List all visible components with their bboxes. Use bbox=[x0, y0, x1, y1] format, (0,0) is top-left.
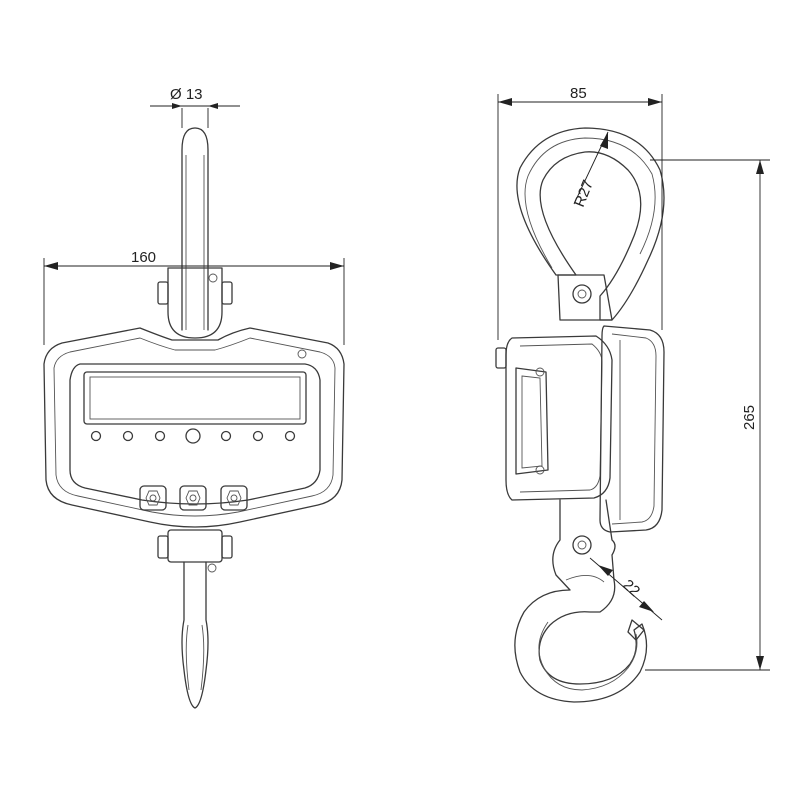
indicator-led bbox=[122, 430, 134, 442]
dim-ring-diameter: Ø 13 bbox=[150, 86, 240, 128]
indicator-led-main bbox=[185, 428, 201, 444]
bottom-hook-front bbox=[157, 529, 233, 709]
button-row bbox=[139, 485, 248, 511]
dim-total-height: 265 bbox=[645, 159, 770, 671]
body-width-label: 160 bbox=[131, 249, 156, 266]
ring-diameter-label: Ø 13 bbox=[170, 86, 203, 103]
indicator-led bbox=[252, 430, 264, 442]
display-window bbox=[83, 371, 307, 425]
side-shackle-loop bbox=[516, 127, 665, 321]
dim-body-width: 160 bbox=[43, 249, 345, 345]
housing bbox=[43, 327, 345, 528]
side-housing bbox=[495, 325, 665, 533]
side-width-label: 85 bbox=[570, 85, 587, 102]
dim-side-width: 85 bbox=[497, 85, 663, 340]
dimensions: Ø 13 160 85 R27 bbox=[43, 85, 770, 671]
indicator-led bbox=[284, 430, 296, 442]
top-bracket bbox=[157, 267, 233, 339]
indicator-led bbox=[90, 430, 102, 442]
indicator-row bbox=[90, 428, 296, 444]
front-button-3 bbox=[220, 485, 248, 511]
side-hook bbox=[514, 499, 648, 703]
side-view bbox=[495, 127, 665, 703]
hook-opening-label: 22 bbox=[619, 576, 643, 600]
indicator-led bbox=[220, 430, 232, 442]
dim-ring-radius: R27 bbox=[571, 131, 609, 210]
indicator-led bbox=[154, 430, 166, 442]
front-view bbox=[43, 127, 345, 709]
ring-radius-label: R27 bbox=[571, 178, 597, 210]
front-button-1 bbox=[139, 485, 167, 511]
total-height-label: 265 bbox=[741, 405, 758, 430]
top-shackle-ring bbox=[181, 127, 209, 331]
front-button-2 bbox=[179, 485, 207, 511]
